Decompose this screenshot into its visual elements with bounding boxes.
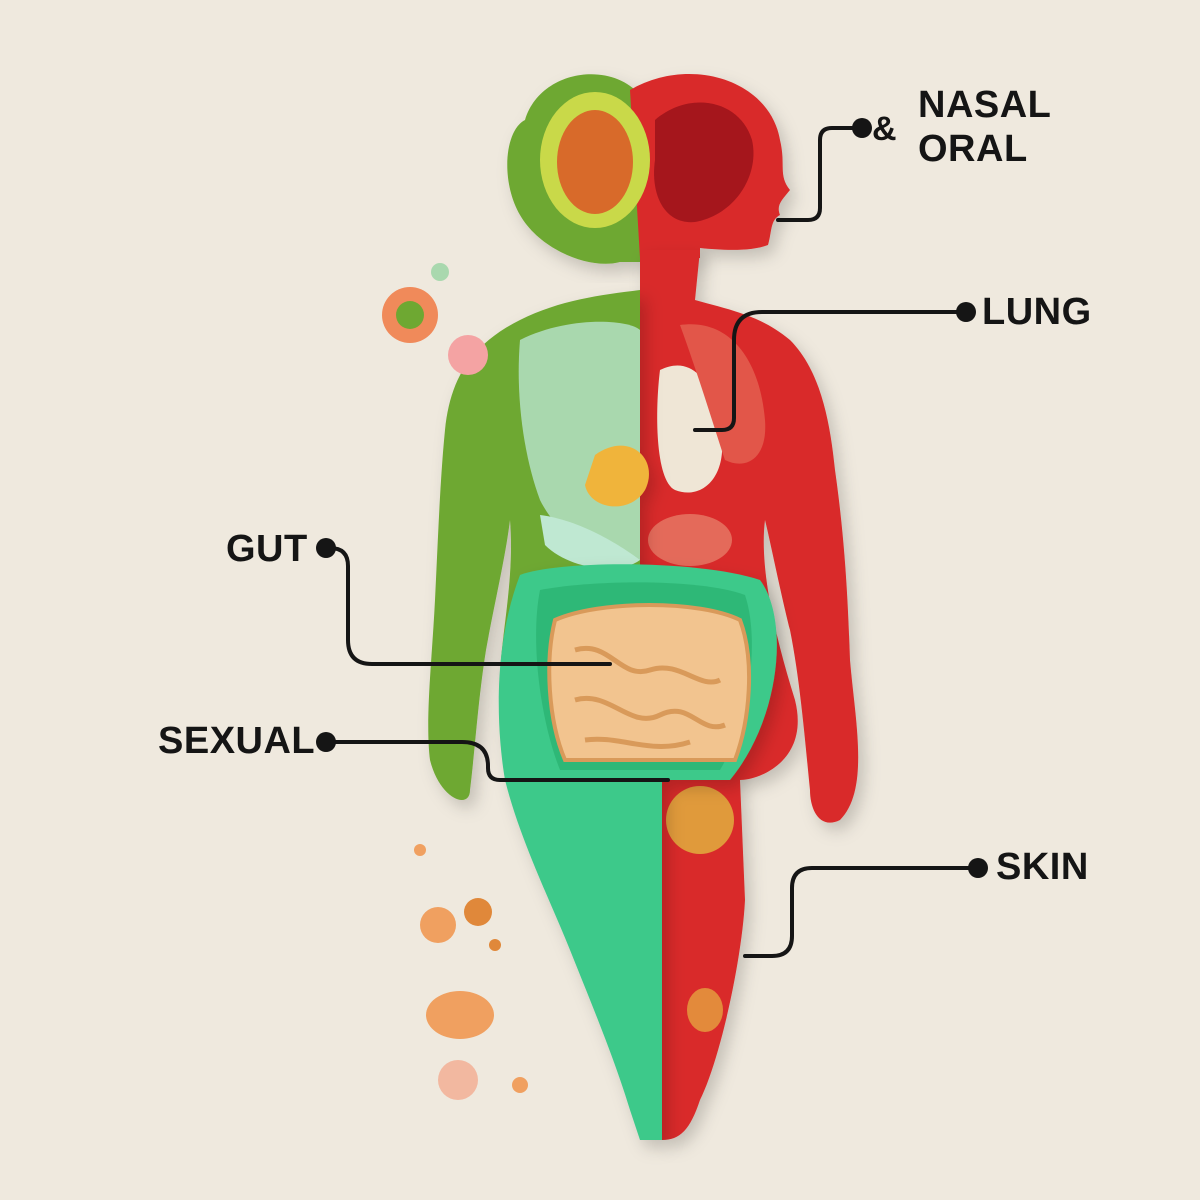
- connector-lines: [328, 126, 980, 958]
- skin-dot: [968, 858, 988, 878]
- connector-dots: [316, 118, 988, 878]
- lung-dot: [956, 302, 976, 322]
- intestines: [547, 603, 752, 762]
- nasal-oral-dot: [852, 118, 872, 138]
- oral-label: ORAL: [918, 128, 1028, 170]
- skin-connector: [743, 866, 980, 958]
- gut-label: GUT: [226, 528, 308, 570]
- head: [507, 74, 790, 264]
- lung-label: LUNG: [982, 291, 1092, 333]
- lung-connector: [693, 310, 967, 432]
- ampersand-label: &: [872, 110, 898, 148]
- gut-dot: [316, 538, 336, 558]
- floating-microbes: [382, 263, 528, 1100]
- sexual-dot: [316, 732, 336, 752]
- gut-connector: [328, 546, 612, 666]
- sexual-label: SEXUAL: [158, 720, 316, 762]
- skin-label: SKIN: [996, 846, 1089, 888]
- nasal-label: NASAL: [918, 84, 1052, 126]
- nasal-oral-connector: [776, 126, 860, 222]
- sexual-connector: [328, 740, 670, 782]
